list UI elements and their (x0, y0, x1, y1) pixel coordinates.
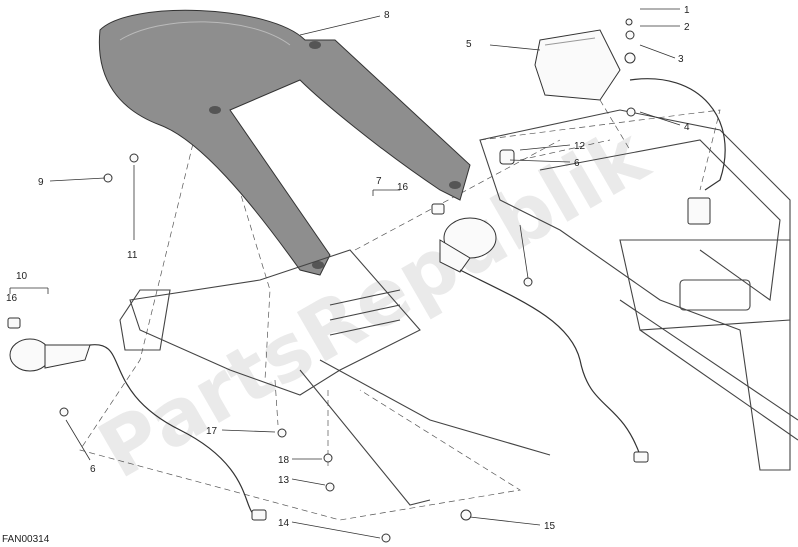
seat-cowl (98, 9, 471, 276)
callout-5: 5 (466, 39, 472, 50)
leader-lines (9, 8, 681, 539)
callout-11: 11 (127, 250, 138, 261)
hardware (7, 18, 636, 543)
callout-16-left: 16 (6, 293, 18, 304)
callout-1: 1 (684, 5, 690, 16)
rear-subframe (479, 109, 798, 471)
callout-7: 7 (376, 176, 382, 187)
callout-13: 13 (278, 475, 290, 486)
callout-12: 12 (574, 141, 586, 152)
callout-16-right: 16 (397, 182, 409, 193)
callout-2: 2 (684, 22, 690, 33)
callout-3: 3 (678, 54, 684, 65)
callout-9: 9 (38, 177, 44, 188)
taillight (534, 29, 726, 225)
drawing-code: FAN00314 (2, 534, 50, 545)
right-turn-signal (439, 217, 649, 463)
callout-14: 14 (278, 518, 290, 529)
left-turn-signal (9, 338, 267, 521)
callout-8: 8 (384, 10, 390, 21)
callout-18: 18 (278, 455, 290, 466)
callout-10: 10 (16, 271, 28, 282)
callout-6-right: 6 (574, 158, 580, 169)
callout-6-left: 6 (90, 464, 96, 475)
callouts: 1 2 3 4 5 8 9 11 12 6 7 16 10 16 6 17 18… (6, 5, 690, 532)
callout-15: 15 (544, 521, 556, 532)
callout-4: 4 (684, 122, 690, 133)
tail-bracket (119, 249, 551, 506)
callout-17: 17 (206, 426, 218, 437)
